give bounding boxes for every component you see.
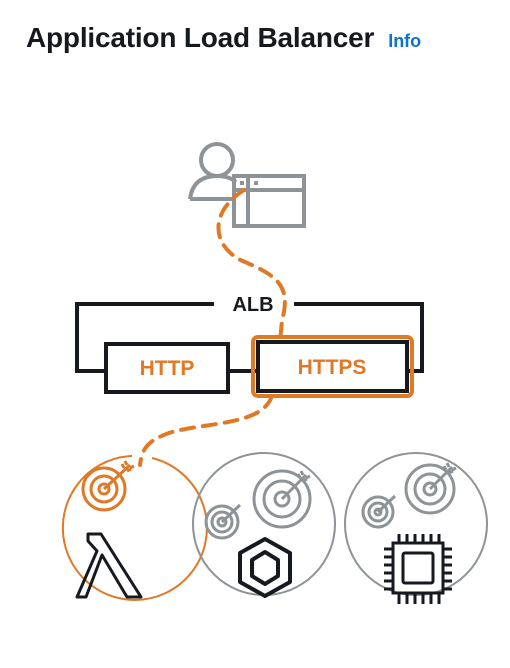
target-bullseye-small-icon: [361, 494, 397, 529]
target-instance[interactable]: [344, 452, 488, 604]
page-header: Application Load Balancer Info: [26, 22, 421, 54]
target-lambda[interactable]: [61, 455, 208, 601]
listener-http[interactable]: HTTP: [104, 342, 230, 394]
user-icon: [188, 142, 238, 201]
target-bullseye-small-icon: [204, 503, 242, 540]
alb-label: ALB: [232, 294, 273, 316]
listener-https-label: HTTPS: [298, 356, 367, 379]
target-bullseye-large-icon: [404, 462, 457, 515]
traffic-path-https-to-lambda: [138, 394, 274, 467]
cpu-chip-icon: [384, 534, 452, 604]
container-icon: [238, 537, 292, 598]
listener-http-label: HTTP: [140, 357, 195, 380]
target-ip-container[interactable]: [192, 452, 336, 598]
browser-window-icon: [232, 174, 306, 228]
lambda-icon: [75, 532, 143, 599]
target-ip-ring: [192, 452, 336, 596]
listener-https[interactable]: HTTPS: [251, 335, 414, 398]
target-bullseye-icon: [81, 460, 135, 512]
target-instance-ring: [344, 452, 488, 596]
traffic-path-user-to-https: [216, 188, 287, 344]
info-link[interactable]: Info: [388, 31, 422, 51]
page-title: Application Load Balancer: [26, 22, 375, 53]
target-lambda-ring: [61, 455, 208, 601]
target-bullseye-large-icon: [252, 469, 312, 529]
